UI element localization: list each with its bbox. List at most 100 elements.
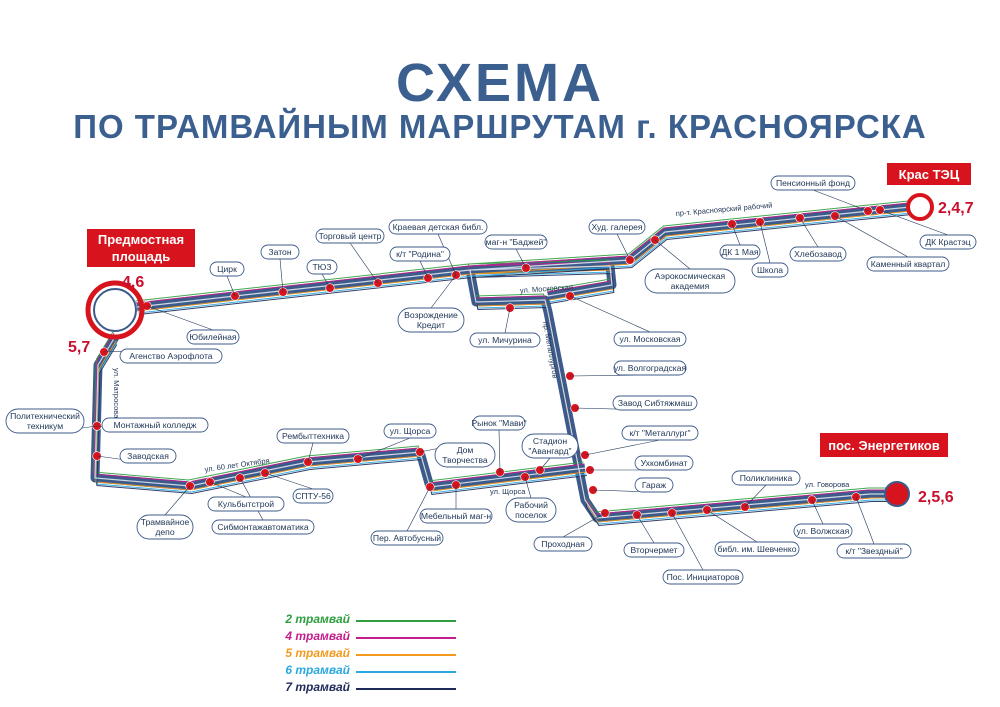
stop-label-39[interactable]: Гараж (634, 477, 674, 493)
terminal-energetikov-routes: 2,5,6 (918, 489, 954, 506)
stop-label-13[interactable]: ДК 1 Мая (719, 244, 761, 260)
leader-line-30 (498, 429, 501, 473)
stop-label-pill-21 (101, 417, 209, 433)
leader-line-18 (879, 209, 949, 236)
terminal-kras-tec-label[interactable]: Крас ТЭЦ (887, 163, 971, 185)
leader-line-7 (430, 274, 457, 309)
stop-label-1[interactable]: Цирк (209, 261, 245, 277)
legend-label-route-6: 6 трамвай (285, 663, 350, 677)
stop-label-pill-26 (292, 488, 334, 504)
stop-label-15[interactable]: Хлебозавод (789, 246, 847, 262)
stop-label-text-38: Ухкомбинат (641, 458, 688, 468)
stop-label-14[interactable]: Школа (751, 262, 789, 278)
leader-line-1 (226, 275, 236, 297)
stop-label-27[interactable]: Рембыттехника (276, 428, 350, 444)
stop-label-3[interactable]: ТЮЗ (306, 259, 338, 275)
stop-label-pill-6 (388, 219, 488, 235)
stop-label-pill-44 (731, 470, 801, 486)
leader-line-46 (855, 496, 875, 545)
stop-label-28[interactable]: ул. Щорса (383, 423, 437, 439)
stop-label-9[interactable]: Худ. галерея (588, 219, 646, 235)
stop-label-text-3: ТЮЗ (312, 262, 331, 272)
stop-label-17[interactable]: Каменный квартал (866, 256, 950, 272)
leader-line-2 (279, 258, 284, 293)
stop-label-31[interactable]: Стадион"Авангард" (521, 433, 579, 459)
stop-label-8[interactable]: маг-н "Баджей" (484, 234, 548, 250)
leader-line-14 (759, 221, 771, 264)
terminal-predmostnaya-label[interactable]: Предмостная площадь (87, 229, 195, 267)
stop-label-42[interactable]: Пос. Инициаторов (662, 569, 744, 585)
stop-label-41[interactable]: Вторчермет (623, 542, 685, 558)
stop-label-46[interactable]: к/т "Звездный" (836, 543, 912, 559)
terminal-predmostnaya-routes-top: 4,6 (122, 274, 144, 291)
stop-label-6[interactable]: Краевая детская библ. (388, 219, 488, 235)
stop-label-pill-35 (613, 360, 687, 376)
leader-line-41 (636, 514, 655, 544)
stop-label-37[interactable]: к/т "Металлург" (621, 425, 699, 441)
leader-line-9 (616, 233, 631, 261)
stop-label-44[interactable]: Поликлиника (731, 470, 801, 486)
street-schorsa: ул. Щорса (490, 487, 526, 496)
stop-label-pill-45 (793, 523, 853, 539)
leader-line-23 (164, 485, 191, 516)
trunk-centerline-1 (94, 336, 586, 488)
stop-label-0[interactable]: Юбилейная (186, 329, 240, 345)
stop-label-32[interactable]: Мебельный маг-н (419, 508, 493, 524)
stop-label-26[interactable]: СПТУ-56 (292, 488, 334, 504)
stop-label-text-46: к/т "Звездный" (845, 546, 902, 556)
stop-label-text-33: Пер. Автобусный (373, 533, 441, 543)
stop-label-24[interactable]: Кульбытстрой (207, 496, 285, 512)
stop-label-pill-18 (919, 234, 977, 250)
stop-label-36[interactable]: Завод Сибтяжмаш (612, 395, 698, 411)
stop-label-30[interactable]: Рынок "Мави" (471, 415, 527, 431)
terminal-energetikov-ring[interactable] (884, 481, 910, 507)
stop-label-33[interactable]: Пер. Автобусный (370, 530, 444, 546)
stop-label-text-37: к/т "Металлург" (629, 428, 690, 438)
stop-label-21[interactable]: Монтажный колледж (101, 417, 209, 433)
stop-label-10[interactable]: ул. Мичурина (469, 332, 541, 348)
stop-label-40[interactable]: Проходная (533, 536, 593, 552)
stop-label-35[interactable]: ул. Волгоградская (613, 360, 687, 376)
stop-label-text-27: Рембыттехника (282, 431, 344, 441)
terminal-energetikov-label[interactable]: пос. Энергетиков (820, 433, 948, 457)
stop-label-pill-28 (383, 423, 437, 439)
terminal-energetikov-name: пос. Энергетиков (828, 438, 939, 453)
stop-label-text-1: Цирк (217, 264, 237, 274)
stop-label-45[interactable]: ул. Волжская (793, 523, 853, 539)
stop-label-18[interactable]: ДК Крастэц (919, 234, 977, 250)
stop-label-11[interactable]: ул. Московская (613, 331, 687, 347)
legend-label-route-4: 4 трамвай (285, 629, 350, 643)
terminal-predmostnaya-ring[interactable] (85, 280, 145, 340)
stop-label-22[interactable]: Заводская (119, 448, 177, 464)
stop-label-text-17: Каменный квартал (871, 259, 946, 269)
leader-line-4 (349, 242, 379, 284)
stop-label-text-26: СПТУ-56 (295, 491, 331, 501)
stop-label-19[interactable]: Агенство Аэрофлота (119, 348, 223, 364)
terminal-kras-tec-ring[interactable] (906, 193, 934, 221)
stop-label-43[interactable]: библ. им. Шевченко (714, 541, 800, 557)
stop-label-pill-46 (836, 543, 912, 559)
terminal-predmostnaya-name-line2: площадь (112, 249, 170, 264)
stop-label-text-31: Стадион"Авангард" (528, 436, 571, 456)
stop-label-pill-5 (389, 246, 451, 262)
stop-label-text-6: Краевая детская библ. (393, 222, 484, 232)
stop-label-text-5: к/т "Родина" (396, 249, 444, 259)
page-title: СХЕМА (396, 53, 604, 113)
stop-label-4[interactable]: Торговый центр (315, 228, 385, 244)
stop-label-2[interactable]: Затон (260, 244, 300, 260)
stop-label-38[interactable]: Ухкомбинат (634, 455, 694, 471)
stop-label-16[interactable]: Пенсионный фонд (770, 175, 856, 191)
leader-line-31 (539, 457, 551, 471)
leader-line-13 (731, 223, 741, 246)
stop-label-25[interactable]: Сибмонтажавтоматика (211, 519, 315, 535)
legend-label-route-2: 2 трамвай (285, 612, 350, 626)
stop-label-5[interactable]: к/т "Родина" (389, 246, 451, 262)
stop-label-pill-23 (136, 514, 194, 540)
